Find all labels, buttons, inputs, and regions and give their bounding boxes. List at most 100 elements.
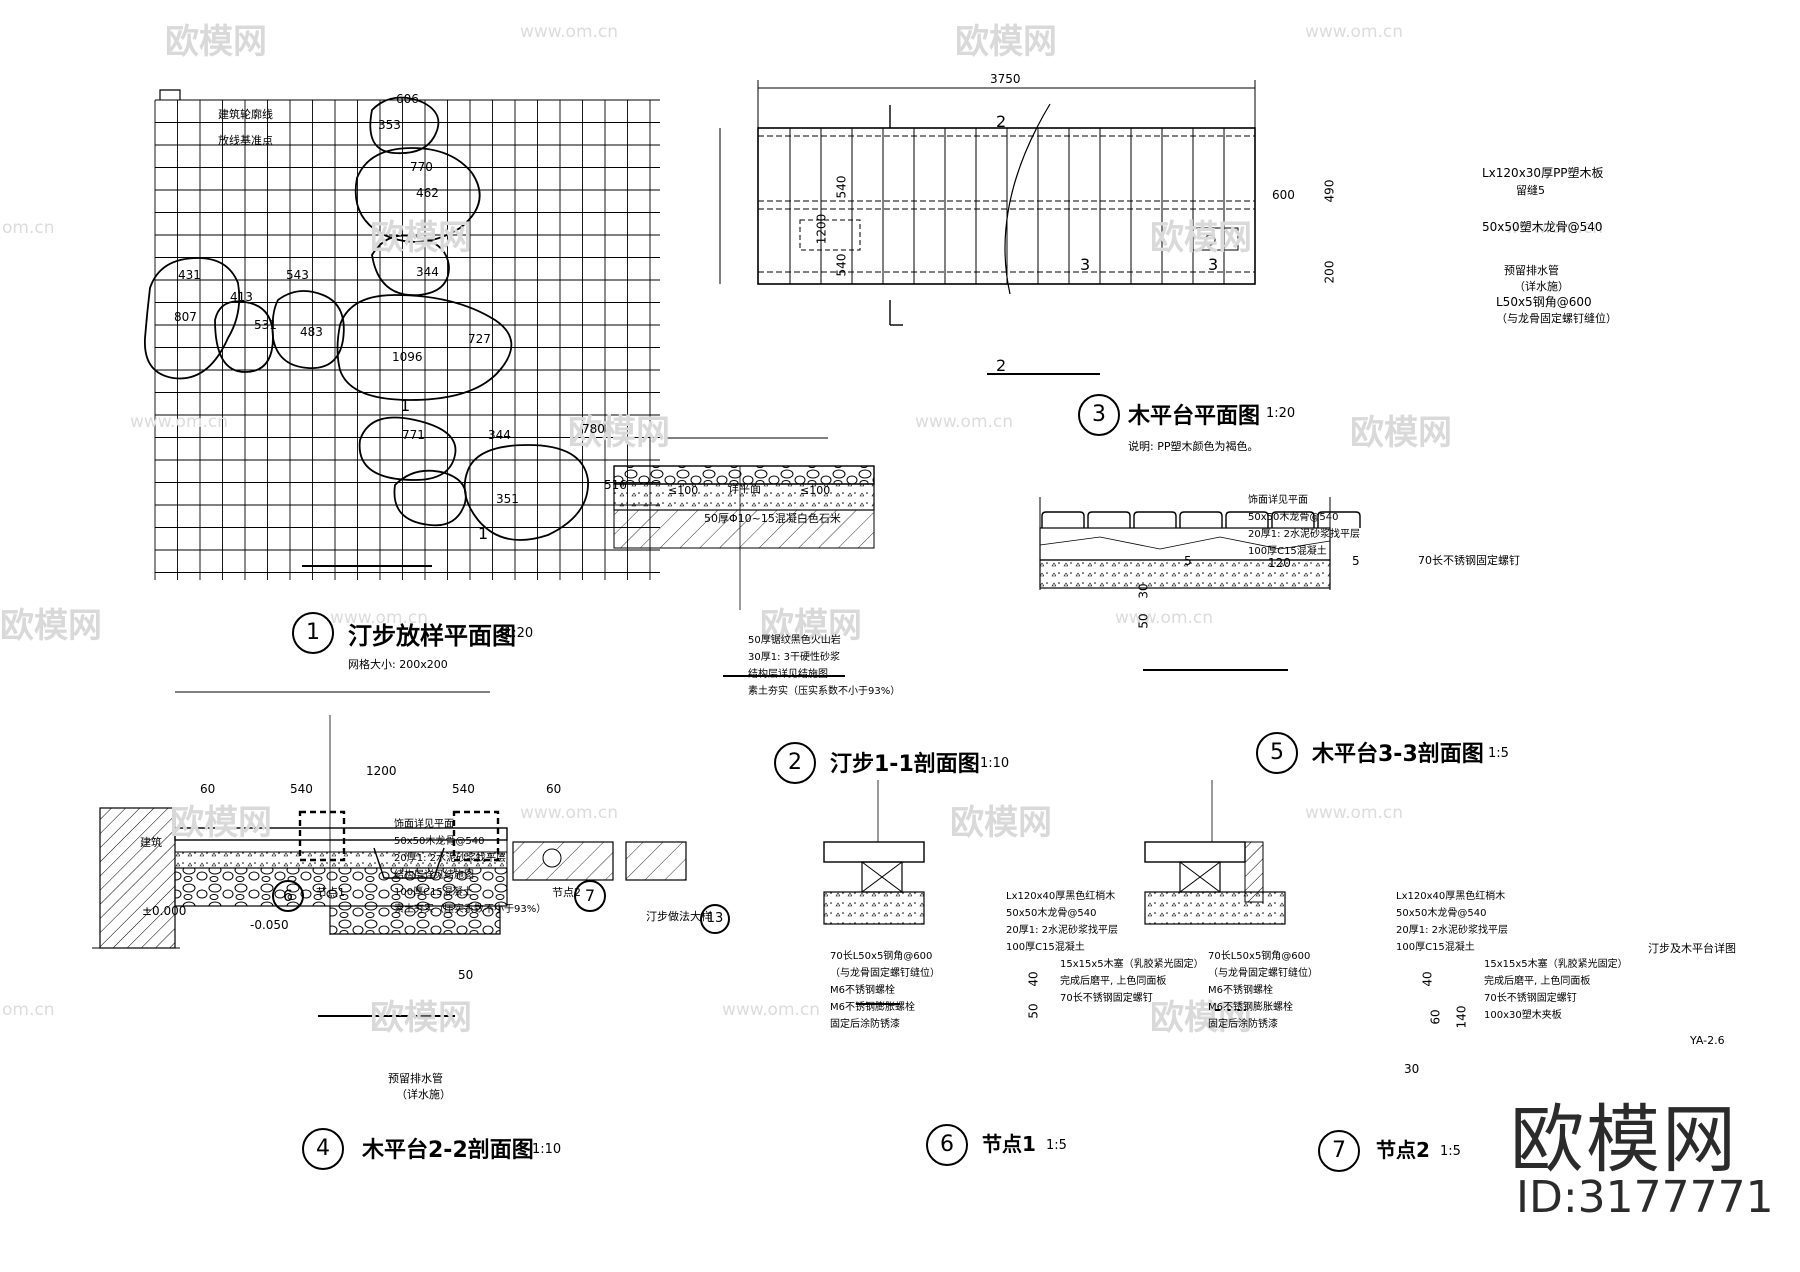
v5-dim: 5 — [1352, 554, 1360, 568]
v1-dim: 771 — [402, 428, 425, 442]
v2-dim-top: 详平面 — [728, 482, 761, 495]
v7-title: 节点2 — [1376, 1138, 1430, 1162]
stone-shape — [144, 257, 241, 380]
v2-title: 汀步1-1剖面图 — [830, 752, 980, 777]
sheet-title: 汀步及木平台详图 — [1648, 942, 1736, 955]
v3-callout: L50x5钢角@600 — [1496, 295, 1592, 309]
deck-boards — [789, 128, 1225, 284]
watermark-brand: 欧模网 — [955, 22, 1057, 62]
view5-section-3-3 — [1039, 497, 1361, 590]
v7-left-callout: （与龙骨固定螺钉缝位） — [1208, 968, 1318, 979]
v4-node-label: 节点2 — [552, 886, 581, 899]
v2-layer: 结构层详见结施图 — [748, 669, 828, 680]
v1-dim: 543 — [286, 268, 309, 282]
v4-title: 木平台2-2剖面图 — [362, 1138, 534, 1163]
v4-dim: 540 — [290, 782, 313, 796]
deck-board-section — [1087, 511, 1131, 528]
v2-dim-top: ≤100 — [800, 484, 831, 497]
drain-pipe — [1189, 227, 1239, 251]
v5-layer: 饰面详见平面 — [1248, 495, 1308, 506]
deck-board-section — [1225, 511, 1269, 528]
v4-stepping-detail-label: 汀步做法大样 — [646, 910, 712, 923]
watermark-url: www.om.cn — [520, 22, 619, 42]
watermark-url: www.om.cn — [330, 608, 429, 628]
v4-layer: 100厚C15混凝土 — [394, 887, 473, 898]
v7-left-callouts: 70长L50x5钢角@600 （与龙骨固定螺钉缝位） M6不锈钢螺栓 M6不锈钢… — [1208, 948, 1318, 1033]
v1-title: 汀步放样平面图 — [348, 622, 516, 650]
v4-view-number: 4 — [302, 1128, 344, 1170]
v7-layer: 50x50木龙骨@540 — [1396, 908, 1487, 919]
v5-dim: 120 — [1268, 556, 1291, 570]
v1-dim: 351 — [496, 492, 519, 506]
v5-dim: 50 — [1136, 613, 1151, 629]
v1-dim: 727 — [468, 332, 491, 346]
watermark-brand: 欧模网 — [950, 803, 1052, 843]
stone-shape — [358, 416, 457, 481]
v3-section-mark: 3 — [1080, 255, 1091, 274]
v6-left-callout: M6不锈钢膨胀螺栓 — [830, 1002, 915, 1013]
v1-label-building-outline: 建筑轮廓线 — [218, 108, 273, 121]
v5-dim: 30 — [1136, 583, 1151, 599]
v3-dim: 600 — [1272, 188, 1295, 202]
stone-shape — [336, 294, 513, 401]
v7-left-callout: M6不锈钢膨胀螺栓 — [1208, 1002, 1293, 1013]
deck-board-profile — [1041, 511, 1361, 528]
v7-right-callout: 100x30塑木夹板 — [1484, 1010, 1562, 1021]
v2-layer: 30厚1: 3干硬性砂浆 — [748, 652, 840, 663]
v5-layer: 100厚C15混凝土 — [1248, 546, 1327, 557]
v4-detail-ref: 13 — [700, 904, 730, 934]
v4-layer: 20厚1: 2水泥砂浆找平层 — [394, 853, 506, 864]
v7-right-callout: 完成后磨平, 上色同面板 — [1484, 976, 1591, 987]
v4-drain-label: （详水施） — [396, 1088, 451, 1101]
v6-title: 节点1 — [982, 1132, 1036, 1156]
drain-hole — [1204, 234, 1216, 246]
v6-layer: 50x50木龙骨@540 — [1006, 908, 1097, 919]
watermark-url: om.cn — [2, 1000, 55, 1020]
v3-section-mark: 2 — [996, 112, 1007, 131]
v7-dim: 60 — [1428, 1009, 1443, 1025]
v1-label-baseline: 放线基准点 — [218, 134, 273, 147]
brand-watermark: 欧模网 — [1510, 1097, 1738, 1183]
v7-scale: 1:5 — [1440, 1144, 1461, 1159]
sheet-number: YA-2.6 — [1690, 1034, 1725, 1047]
v4-drain-label: 预留排水管 — [388, 1072, 443, 1085]
v7-left-callout: 70长L50x5钢角@600 — [1208, 951, 1311, 962]
v1-view-number: 1 — [292, 612, 334, 654]
watermark-brand: 欧模网 — [370, 218, 472, 258]
v6-left-callouts: 70长L50x5钢角@600 （与龙骨固定螺钉缝位） M6不锈钢螺栓 M6不锈钢… — [830, 948, 940, 1033]
v5-title: 木平台3-3剖面图 — [1312, 742, 1484, 767]
v6-left-callout: 固定后涂防锈漆 — [830, 1019, 900, 1030]
v3-callout: （详水施） — [1514, 280, 1569, 293]
view6-node-1 — [823, 780, 925, 925]
view7-node-2 — [1144, 780, 1286, 925]
v7-layer: 20厚1: 2水泥砂浆找平层 — [1396, 925, 1508, 936]
v1-dim: 606 — [396, 92, 419, 106]
v4-elevation: -0.050 — [250, 918, 289, 932]
v2-dim-top: ≤100 — [668, 484, 699, 497]
v4-layer: 饰面详见平面 — [394, 819, 454, 830]
v1-dim: 1096 — [392, 350, 423, 364]
stone-shape — [463, 444, 589, 541]
watermark-brand: 欧模网 — [170, 803, 272, 843]
v7-dim: 140 — [1454, 1005, 1469, 1029]
v1-dim: 462 — [416, 186, 439, 200]
v5-scale: 1:5 — [1488, 746, 1509, 761]
deck-board-section — [1041, 511, 1085, 528]
stone-shape — [271, 290, 345, 369]
stone-shape — [214, 300, 274, 373]
v4-layer: 结构层详见结施图 — [394, 870, 474, 881]
v3-callout: （与龙骨固定螺钉缝位） — [1496, 312, 1617, 325]
v6-view-number: 6 — [926, 1124, 968, 1166]
watermark-url: www.om.cn — [1305, 22, 1404, 42]
v4-layer-list: 饰面详见平面 50x50木龙骨@540 20厚1: 2水泥砂浆找平层 结构层详见… — [394, 816, 546, 918]
v3-dim: 490 — [1322, 179, 1337, 203]
v7-view-number: 7 — [1318, 1130, 1360, 1172]
v7-layer: Lx120x40厚黑色红梢木 — [1396, 891, 1506, 902]
deck-board-section — [1179, 511, 1223, 528]
watermark-url: www.om.cn — [1115, 608, 1214, 628]
v4-detail-ref: 7 — [574, 880, 606, 912]
v1-note: 网格大小: 200x200 — [348, 658, 448, 671]
v1-dim: 483 — [300, 325, 323, 339]
stepping-stones — [144, 96, 589, 541]
